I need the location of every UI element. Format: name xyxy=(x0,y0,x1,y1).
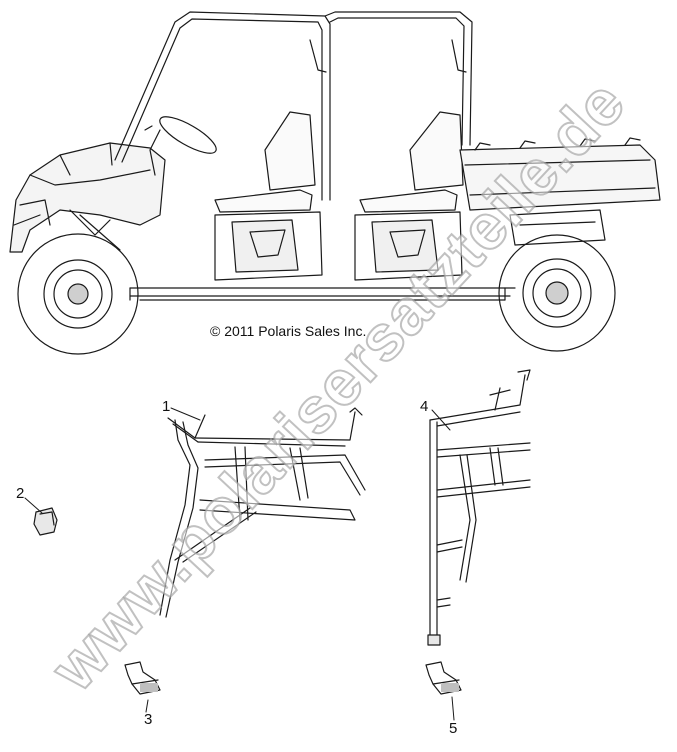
part-5-bracket xyxy=(425,661,462,695)
callout-2: 2 xyxy=(16,485,25,502)
leader-lines xyxy=(24,407,455,721)
callout-5: 5 xyxy=(449,720,458,737)
rear-wheel xyxy=(498,234,616,352)
part-3-bracket xyxy=(124,661,161,695)
part-1-cage-frame xyxy=(159,407,366,618)
vehicle-illustration xyxy=(9,11,661,355)
callout-3: 3 xyxy=(144,711,153,728)
part-4-cage-frame xyxy=(427,369,531,646)
front-wheel xyxy=(17,233,139,355)
part-2-clip xyxy=(33,507,58,536)
callout-1: 1 xyxy=(162,398,171,415)
copyright-text: © 2011 Polaris Sales Inc. xyxy=(210,323,367,339)
callout-4: 4 xyxy=(420,398,429,415)
